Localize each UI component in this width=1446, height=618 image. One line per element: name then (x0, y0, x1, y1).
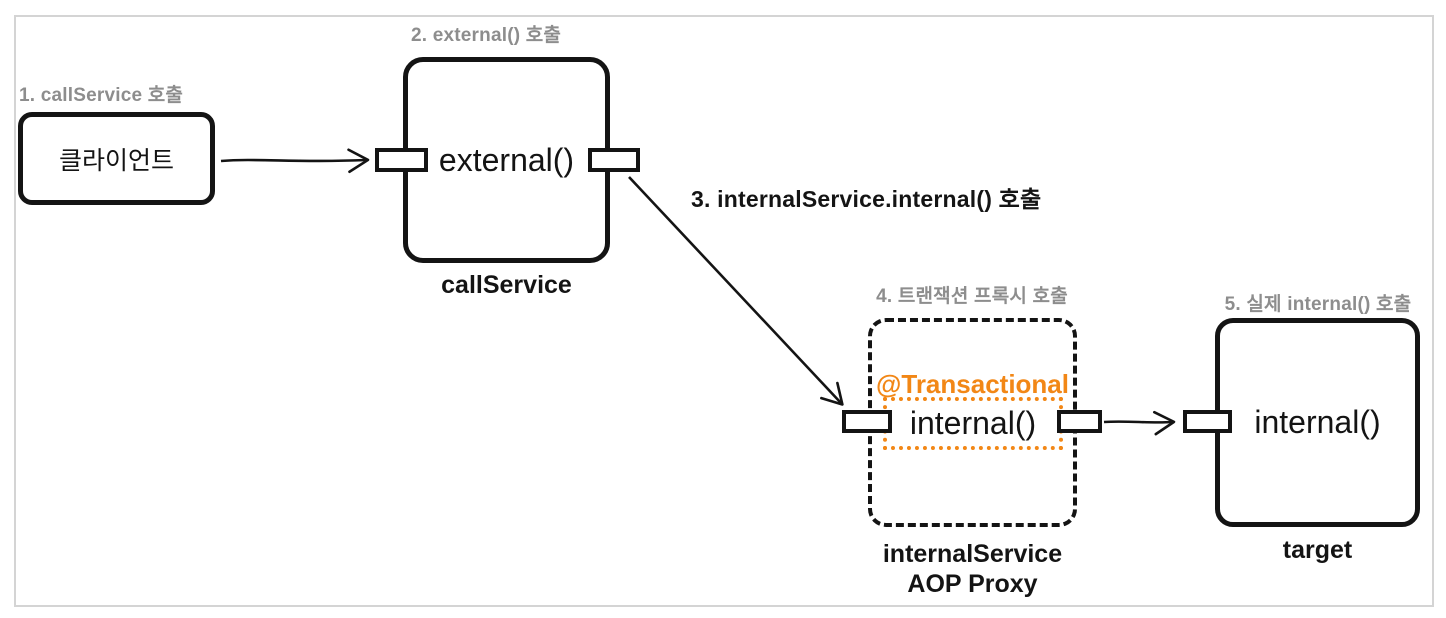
callservice-right-port (588, 148, 640, 172)
transactional-annotation: @Transactional (876, 369, 1069, 399)
target-left-port (1183, 410, 1232, 433)
callservice-caption: callService (441, 271, 572, 299)
callservice-left-port (375, 148, 428, 172)
client-label: 클라이언트 (58, 146, 174, 175)
target-internal-method-label: internal() (1254, 404, 1381, 440)
callservice-box: external() (403, 57, 610, 263)
transactional-method-rect: internal() (883, 397, 1063, 450)
proxy-internal-method-label: internal() (909, 405, 1037, 441)
target-caption: target (1282, 536, 1353, 564)
proxy-left-port (842, 410, 892, 433)
step1-label: 1. callService 호출 (19, 85, 184, 106)
step2-label: 2. external() 호출 (411, 25, 562, 46)
callservice-method-label: external() (438, 141, 575, 178)
step4-label: 4. 트랜잭션 프록시 호출 (876, 286, 1068, 307)
target-box: internal() (1215, 318, 1420, 527)
proxy-caption-line2: AOP Proxy (907, 570, 1038, 598)
proxy-right-port (1057, 410, 1102, 433)
step5-label: 5. 실제 internal() 호출 (1224, 294, 1412, 315)
step3-label: 3. internalService.internal() 호출 (691, 186, 1042, 212)
client-box: 클라이언트 (18, 112, 215, 205)
proxy-caption-line1: internalService (882, 540, 1063, 568)
